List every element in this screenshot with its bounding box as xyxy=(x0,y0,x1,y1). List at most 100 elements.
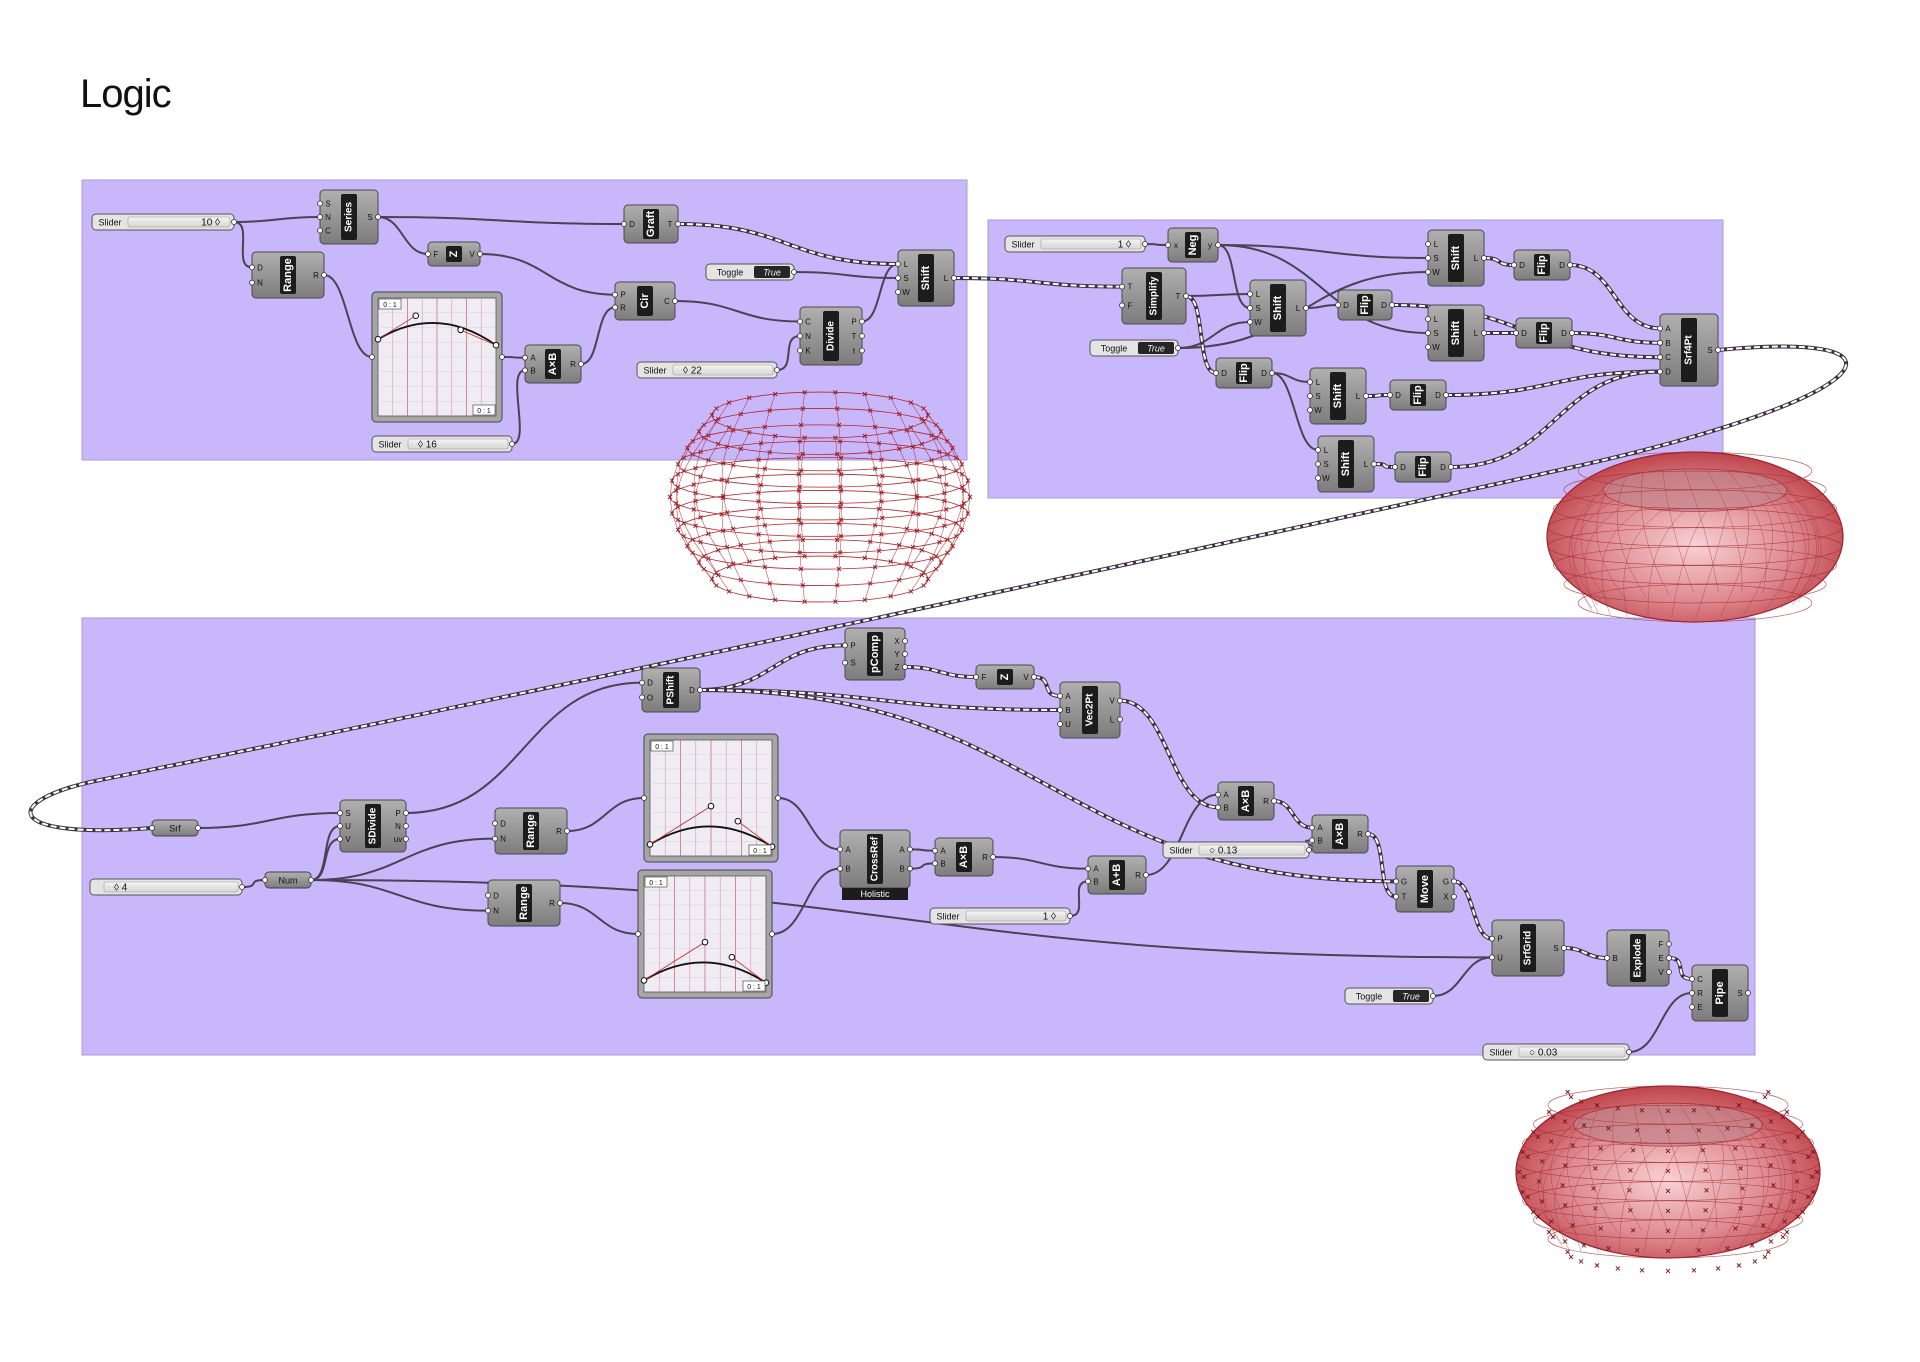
output-port[interactable] xyxy=(859,347,865,354)
output-port[interactable] xyxy=(564,828,570,834)
output-port[interactable] xyxy=(1448,464,1454,470)
output-port[interactable] xyxy=(1481,330,1487,336)
output-port[interactable] xyxy=(1143,872,1149,878)
input-port[interactable] xyxy=(621,221,627,227)
input-port[interactable] xyxy=(895,261,901,267)
input-port[interactable] xyxy=(337,823,343,829)
number-slider[interactable]: ◊ 4 xyxy=(89,878,245,896)
input-port[interactable] xyxy=(1085,865,1091,872)
input-port[interactable] xyxy=(797,347,803,354)
input-port[interactable] xyxy=(1335,302,1341,308)
input-port[interactable] xyxy=(842,659,848,666)
output-port[interactable] xyxy=(1303,305,1309,311)
input-port[interactable] xyxy=(1119,283,1125,290)
input-port[interactable] xyxy=(1247,319,1253,325)
graph-handle[interactable] xyxy=(734,817,742,825)
output-port[interactable] xyxy=(675,221,681,227)
output-port[interactable] xyxy=(1561,945,1567,951)
input-port[interactable] xyxy=(485,907,491,914)
input-port[interactable] xyxy=(1309,837,1315,844)
input-port[interactable] xyxy=(1307,379,1313,385)
input-port[interactable] xyxy=(1511,262,1517,268)
input-port[interactable] xyxy=(1119,302,1125,309)
input-port[interactable] xyxy=(1657,339,1663,346)
output-port[interactable] xyxy=(859,333,865,339)
input-port[interactable] xyxy=(1689,1004,1695,1010)
input-port[interactable] xyxy=(1057,707,1063,713)
input-port[interactable] xyxy=(895,289,901,295)
output-port[interactable] xyxy=(1183,293,1189,299)
graph-handle[interactable] xyxy=(707,802,715,810)
output-port[interactable] xyxy=(1451,893,1457,900)
graph-handle[interactable] xyxy=(492,341,500,349)
input-port[interactable] xyxy=(895,275,901,281)
input-port[interactable] xyxy=(492,820,498,827)
number-slider[interactable]: Slider○ 0.13 xyxy=(1162,841,1312,859)
output-port[interactable] xyxy=(907,846,913,853)
input-port[interactable] xyxy=(317,227,323,234)
output-port[interactable] xyxy=(321,272,327,278)
input-port[interactable] xyxy=(337,836,343,842)
output-port[interactable] xyxy=(990,854,996,860)
slider-track[interactable] xyxy=(965,910,1067,922)
input-port[interactable] xyxy=(1392,464,1398,470)
slider-track[interactable] xyxy=(672,364,774,376)
output-port[interactable] xyxy=(1569,330,1575,336)
slider-track[interactable] xyxy=(407,438,509,450)
input-port[interactable] xyxy=(492,835,498,842)
graph-handle[interactable] xyxy=(412,312,420,320)
input-port[interactable] xyxy=(317,214,323,220)
input-port[interactable] xyxy=(1057,721,1063,727)
graph-mapper[interactable]: 0 : 10 : 1 xyxy=(641,733,781,863)
input-port[interactable] xyxy=(932,860,938,867)
input-port[interactable] xyxy=(1165,242,1171,248)
input-port[interactable] xyxy=(1657,325,1663,332)
output-port[interactable] xyxy=(1451,878,1457,885)
output-port[interactable] xyxy=(1306,847,1312,853)
graph-mapper[interactable]: 0 : 10 : 1 xyxy=(369,291,505,423)
input-port[interactable] xyxy=(1425,255,1431,261)
input-port[interactable] xyxy=(1657,354,1663,361)
output-port[interactable] xyxy=(1271,798,1277,804)
output-port[interactable] xyxy=(1666,969,1672,975)
output-port[interactable] xyxy=(907,865,913,872)
input-port[interactable] xyxy=(1489,935,1495,942)
input-port[interactable] xyxy=(1215,804,1221,811)
output-port[interactable] xyxy=(1363,393,1369,399)
output-port[interactable] xyxy=(1117,697,1123,704)
input-port[interactable] xyxy=(1085,878,1091,885)
output-port[interactable] xyxy=(951,275,957,281)
output-port[interactable] xyxy=(509,441,515,447)
input-port[interactable] xyxy=(1247,291,1253,297)
output-port[interactable] xyxy=(403,823,409,829)
input-port[interactable] xyxy=(1425,241,1431,247)
